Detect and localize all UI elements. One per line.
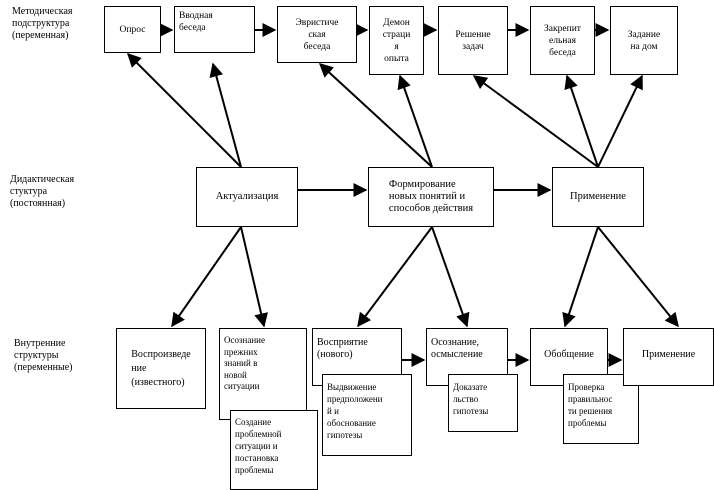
box-opros: Опрос [104,6,161,53]
arrow-aktual-vosproiz [171,226,242,328]
box-aktualizaciya: Актуализация [196,167,298,227]
box-sozdanie-problemnoy: Создание проблемной ситуации и постановк… [230,410,318,490]
box-vosproizvedenie: Воспроизведе ние (известного) [116,328,206,409]
didactic-structure-label: Дидактическая стуктура (постоянная) [10,174,75,209]
box-evristicheskaya-beseda: Эвристиче ская беседа [277,6,357,63]
box-formirovanie: Формирование новых понятий и способов де… [368,167,494,227]
arrow-aktual-vvodnaya [209,62,242,168]
box-primenenie: Применение [552,167,644,227]
method-substructure-label: Методическая подструктура (переменная) [12,6,73,41]
arrow-formir-evristich [318,63,433,168]
arrow-primen-reshenie [472,75,599,168]
arrow-primen-primenenie2 [597,226,679,328]
arrow-formir-osmyslenie [431,226,470,328]
box-vvodnaya-beseda: Вводная беседа [174,6,255,53]
box-dokazatelstvo: Доказате льство гипотезы [448,374,518,432]
arrow-aktual-osoznanie [240,226,268,328]
arrow-primen-zakrepit [564,74,599,168]
arrow-formir-demon [397,74,433,168]
arrow-primen-zadanie [597,74,643,168]
box-reshenie-zadach: Решение задач [438,6,508,75]
box-demonstraciya-opyta: Демон страци я опыта [369,6,424,75]
box-osoznanie-prezhnih: Осознание прежних знаний в новой ситуаци… [219,328,307,420]
internal-structures-label: Внутренние структуры (переменные) [14,338,73,373]
box-primenenie-internal: Применение [623,328,714,386]
box-zadanie-na-dom: Задание на дом [610,6,678,75]
box-vydvizhenie: Выдвижение предположени й и обоснование … [322,374,412,456]
arrow-aktual-opros [127,53,242,168]
arrow-primen-obobshenie [562,226,599,328]
box-zakrepitelnaya-beseda: Закрепит ельная беседа [530,6,595,75]
arrow-formir-vospriyatie [357,226,433,328]
box-proverka: Проверка правильнос ти решения проблемы [563,374,639,444]
